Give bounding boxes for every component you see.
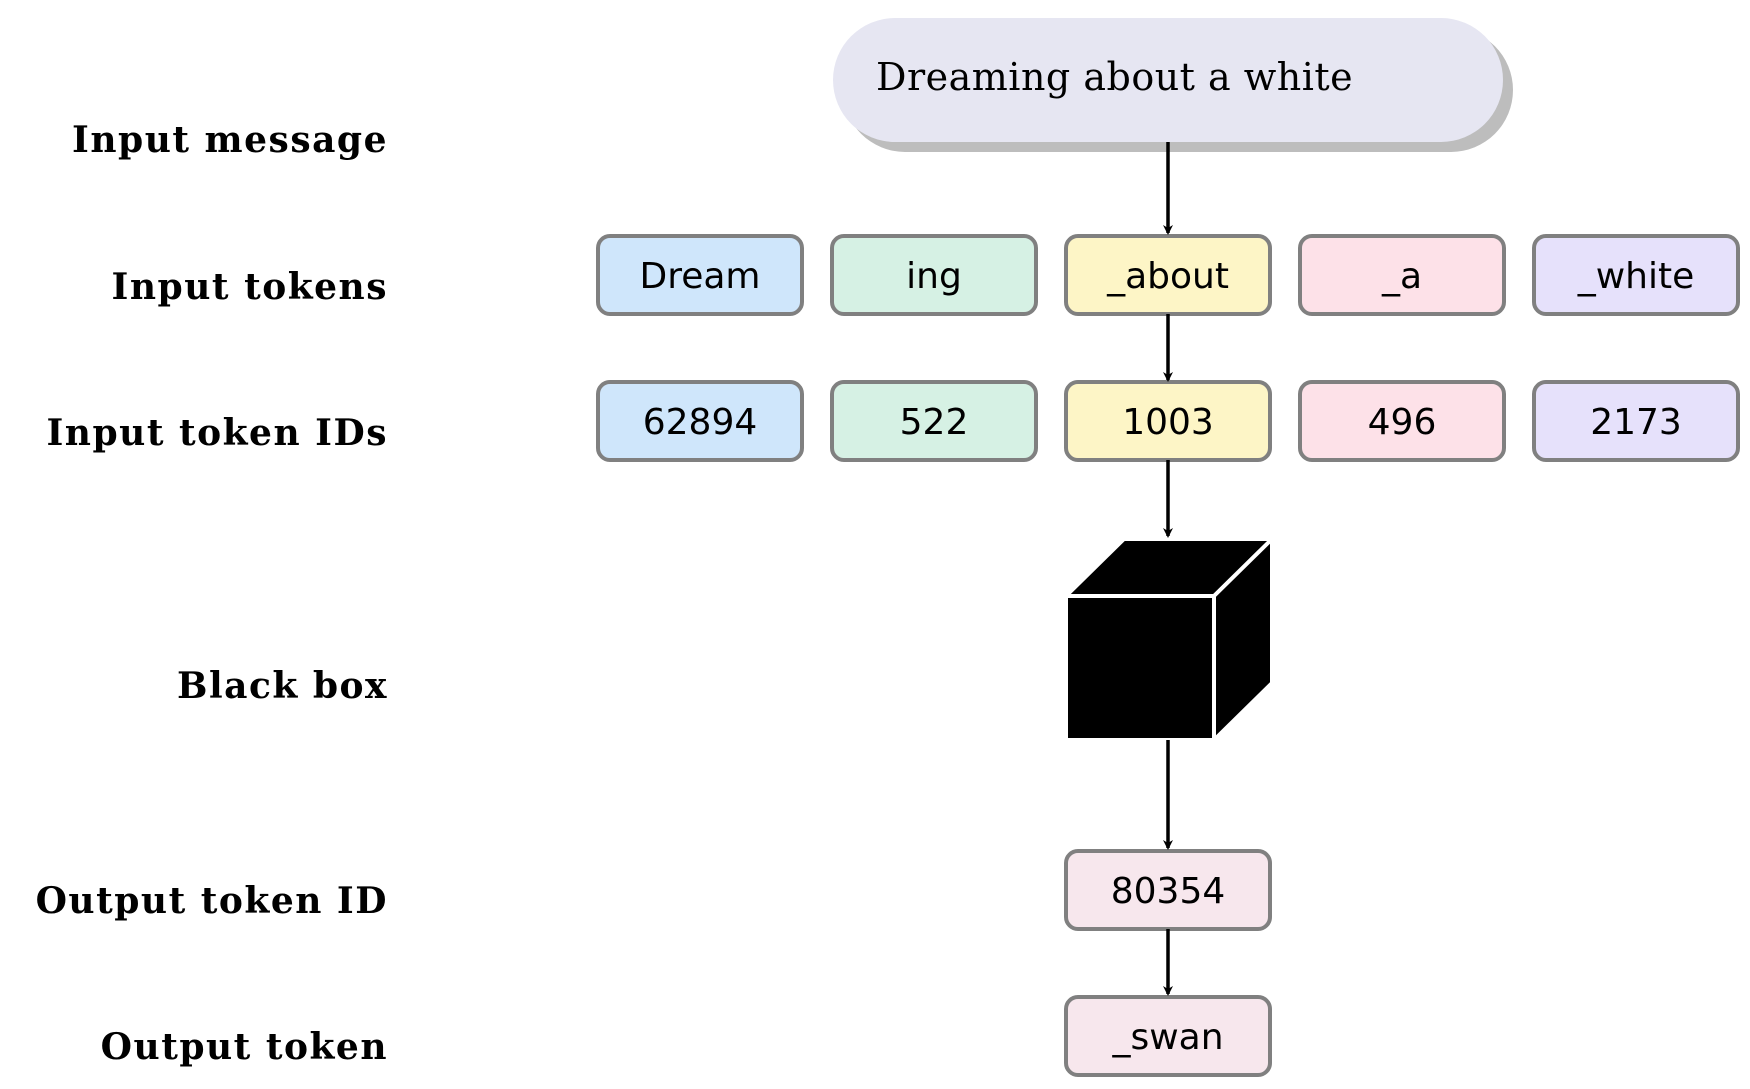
output-token-text: _swan — [1111, 1017, 1223, 1058]
input-token-id-box-rect — [1298, 380, 1506, 462]
input-token-box-text: ing — [906, 256, 962, 297]
input-message-bubble: Dreaming about a white — [833, 18, 1513, 152]
input-token-id-box-rect — [1532, 380, 1740, 462]
input-token-id-box: 496 — [1298, 380, 1506, 462]
input-token-box-rect — [1532, 234, 1740, 316]
input-token-box-text: Dream — [639, 256, 760, 297]
input-token-id-box: 522 — [830, 380, 1038, 462]
input-token-id-box-rect — [830, 380, 1038, 462]
input-token-id-box: 62894 — [596, 380, 804, 462]
input-token-box-text: _a — [1381, 256, 1422, 297]
input-token-id-box-text: 496 — [1368, 402, 1437, 443]
label-input-token-ids: Input token IDs — [46, 412, 388, 454]
input-token-box-rect — [1298, 234, 1506, 316]
output-token-box: _swan — [1064, 995, 1272, 1077]
output-token-id-text: 80354 — [1111, 871, 1226, 912]
input-token-id-box-text: 522 — [900, 402, 969, 443]
input-token-box: _about — [1064, 234, 1272, 316]
input-token-box-rect — [830, 234, 1038, 316]
label-output-token-id: Output token ID — [36, 880, 388, 922]
input-token-box-text: _white — [1577, 256, 1695, 297]
black-box-cube-icon — [1064, 537, 1274, 742]
input-token-box-text: _about — [1106, 256, 1229, 297]
label-input-tokens: Input tokens — [112, 266, 388, 308]
input-token-ids-row: 62894 522 1003 496 2173 — [596, 380, 1740, 462]
input-token-id-box-text: 62894 — [643, 402, 758, 443]
input-token-id-box-text: 1003 — [1122, 402, 1214, 443]
input-token-box: ing — [830, 234, 1038, 316]
input-token-box: _white — [1532, 234, 1740, 316]
input-message-text: Dreaming about a white — [876, 55, 1353, 99]
input-token-id-box: 2173 — [1532, 380, 1740, 462]
input-token-box: _a — [1298, 234, 1506, 316]
input-token-box: Dream — [596, 234, 804, 316]
input-token-id-box-text: 2173 — [1590, 402, 1682, 443]
label-black-box: Black box — [177, 665, 388, 707]
label-input-message: Input message — [72, 119, 388, 161]
input-token-id-box: 1003 — [1064, 380, 1272, 462]
input-tokens-row: Dream ing _about _a _white — [596, 234, 1740, 316]
label-output-token: Output token — [101, 1026, 388, 1068]
input-token-id-box-rect — [596, 380, 804, 462]
input-token-box-rect — [596, 234, 804, 316]
output-token-id-box: 80354 — [1064, 849, 1272, 931]
